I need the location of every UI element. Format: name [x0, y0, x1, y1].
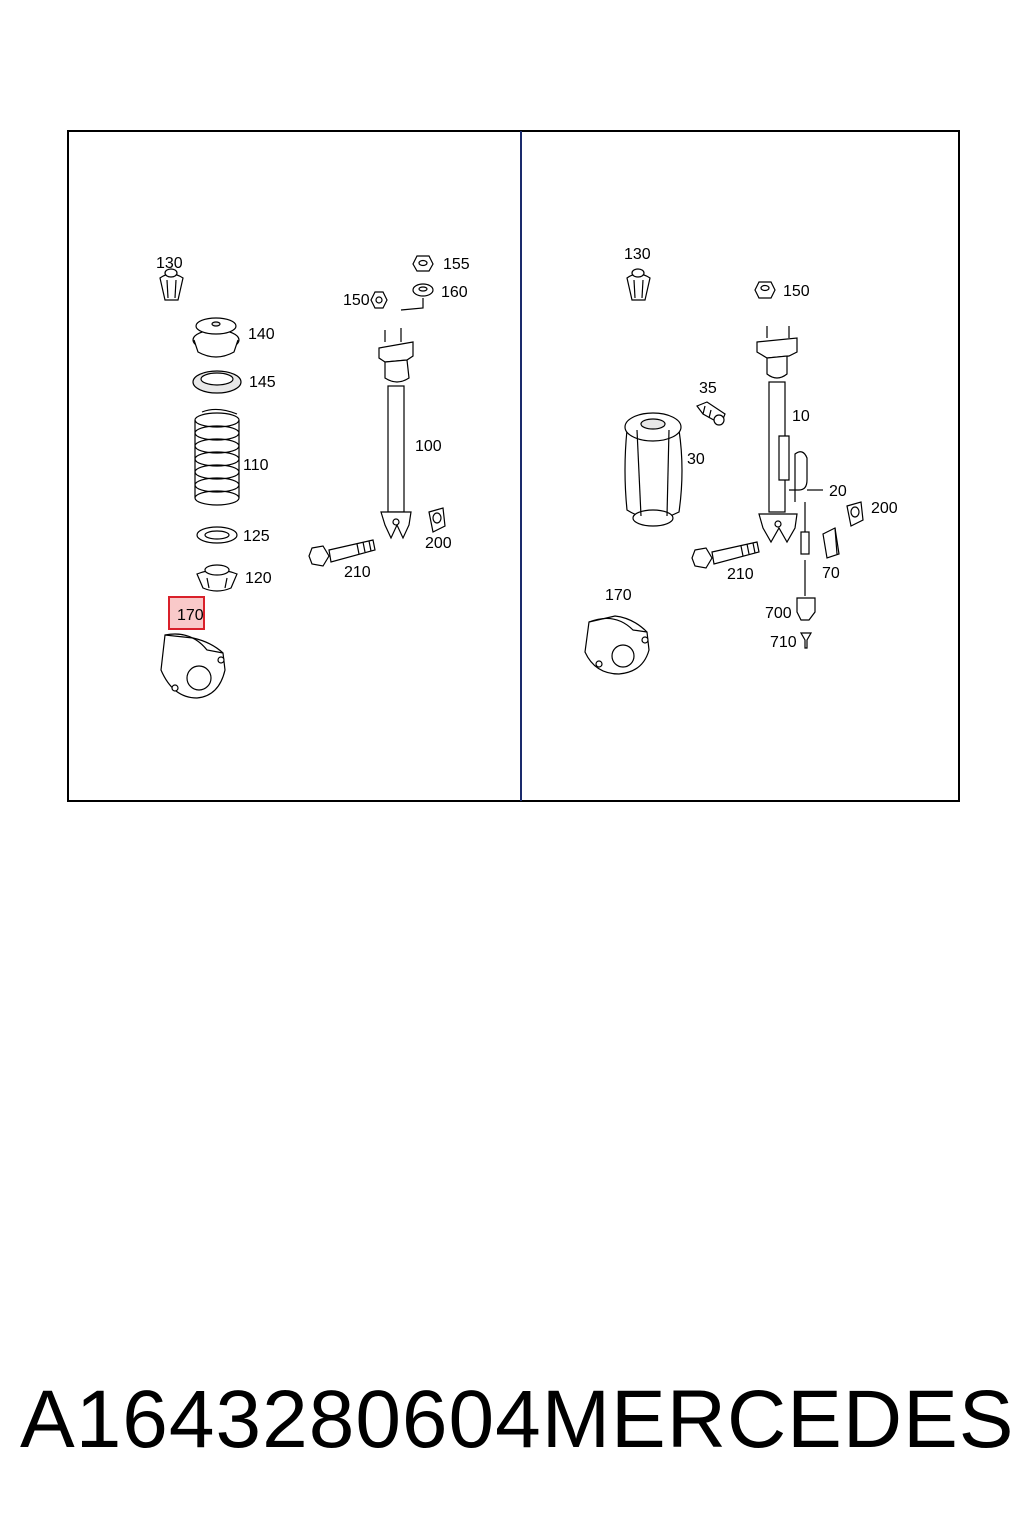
lower-seat-120-icon[interactable] — [196, 564, 238, 592]
clip-130-right-icon[interactable] — [626, 268, 651, 301]
nut-200-icon[interactable] — [428, 507, 446, 533]
bump-stop-170-right-icon[interactable] — [584, 615, 650, 675]
ring-125-icon[interactable] — [196, 526, 238, 544]
label-140[interactable]: 140 — [248, 326, 275, 343]
label-155[interactable]: 155 — [443, 256, 470, 273]
bump-stop-170-icon[interactable] — [160, 633, 226, 699]
shock-absorber-10-icon[interactable] — [756, 326, 798, 544]
bracket-70-icon[interactable] — [822, 527, 840, 559]
valve-35-icon[interactable] — [696, 401, 726, 426]
nut-200-right-icon[interactable] — [846, 501, 864, 527]
bolt-210-icon[interactable] — [308, 539, 376, 567]
shock-absorber-100-icon[interactable] — [378, 298, 424, 540]
part-number: A1643280604 — [20, 1374, 542, 1465]
label-100[interactable]: 100 — [415, 438, 442, 455]
sensor-20-icon[interactable] — [789, 451, 823, 555]
diagram-border — [67, 130, 960, 802]
highlight-box-170 — [168, 596, 205, 630]
label-200-right[interactable]: 200 — [871, 500, 898, 517]
label-170-right[interactable]: 170 — [605, 587, 632, 604]
washer-160-icon[interactable] — [412, 283, 434, 297]
clip-130-icon[interactable] — [159, 268, 184, 301]
label-20[interactable]: 20 — [829, 483, 847, 500]
label-160[interactable]: 160 — [441, 284, 468, 301]
nut-155-icon[interactable] — [412, 255, 434, 272]
right-panel: 130 150 35 30 — [584, 246, 898, 675]
label-210[interactable]: 210 — [344, 564, 371, 581]
spring-pad-145-icon[interactable] — [192, 370, 242, 394]
label-710[interactable]: 710 — [770, 634, 797, 651]
brand-name: MERCEDES — [541, 1374, 1015, 1465]
parts-diagram: 130 140 145 110 — [67, 130, 960, 802]
label-120[interactable]: 120 — [245, 570, 272, 587]
label-125[interactable]: 125 — [243, 528, 270, 545]
bolt-210-right-icon[interactable] — [691, 541, 760, 569]
label-130-right[interactable]: 130 — [624, 246, 651, 263]
label-35[interactable]: 35 — [699, 380, 717, 397]
pin-710-icon[interactable] — [799, 632, 813, 649]
label-150-right[interactable]: 150 — [783, 283, 810, 300]
label-200[interactable]: 200 — [425, 535, 452, 552]
label-150[interactable]: 150 — [343, 292, 370, 309]
label-210-right[interactable]: 210 — [727, 566, 754, 583]
coil-spring-110-icon[interactable] — [194, 408, 240, 506]
label-110[interactable]: 110 — [243, 457, 269, 474]
label-30[interactable]: 30 — [687, 451, 705, 468]
top-mount-140-icon[interactable] — [192, 317, 240, 358]
label-170-highlighted[interactable]: 170 — [177, 607, 204, 624]
label-700[interactable]: 700 — [765, 605, 792, 622]
label-70[interactable]: 70 — [822, 565, 840, 582]
air-spring-30-icon[interactable] — [624, 412, 683, 527]
connector-700-icon[interactable] — [796, 560, 816, 621]
nut-150-right-icon[interactable] — [754, 281, 776, 299]
left-panel: 130 140 145 110 — [156, 255, 470, 699]
nut-150-icon[interactable] — [370, 291, 388, 309]
label-10[interactable]: 10 — [792, 408, 810, 425]
label-130[interactable]: 130 — [156, 255, 183, 272]
label-145[interactable]: 145 — [249, 374, 276, 391]
footer: A1643280604 MERCEDES — [20, 1370, 1013, 1470]
